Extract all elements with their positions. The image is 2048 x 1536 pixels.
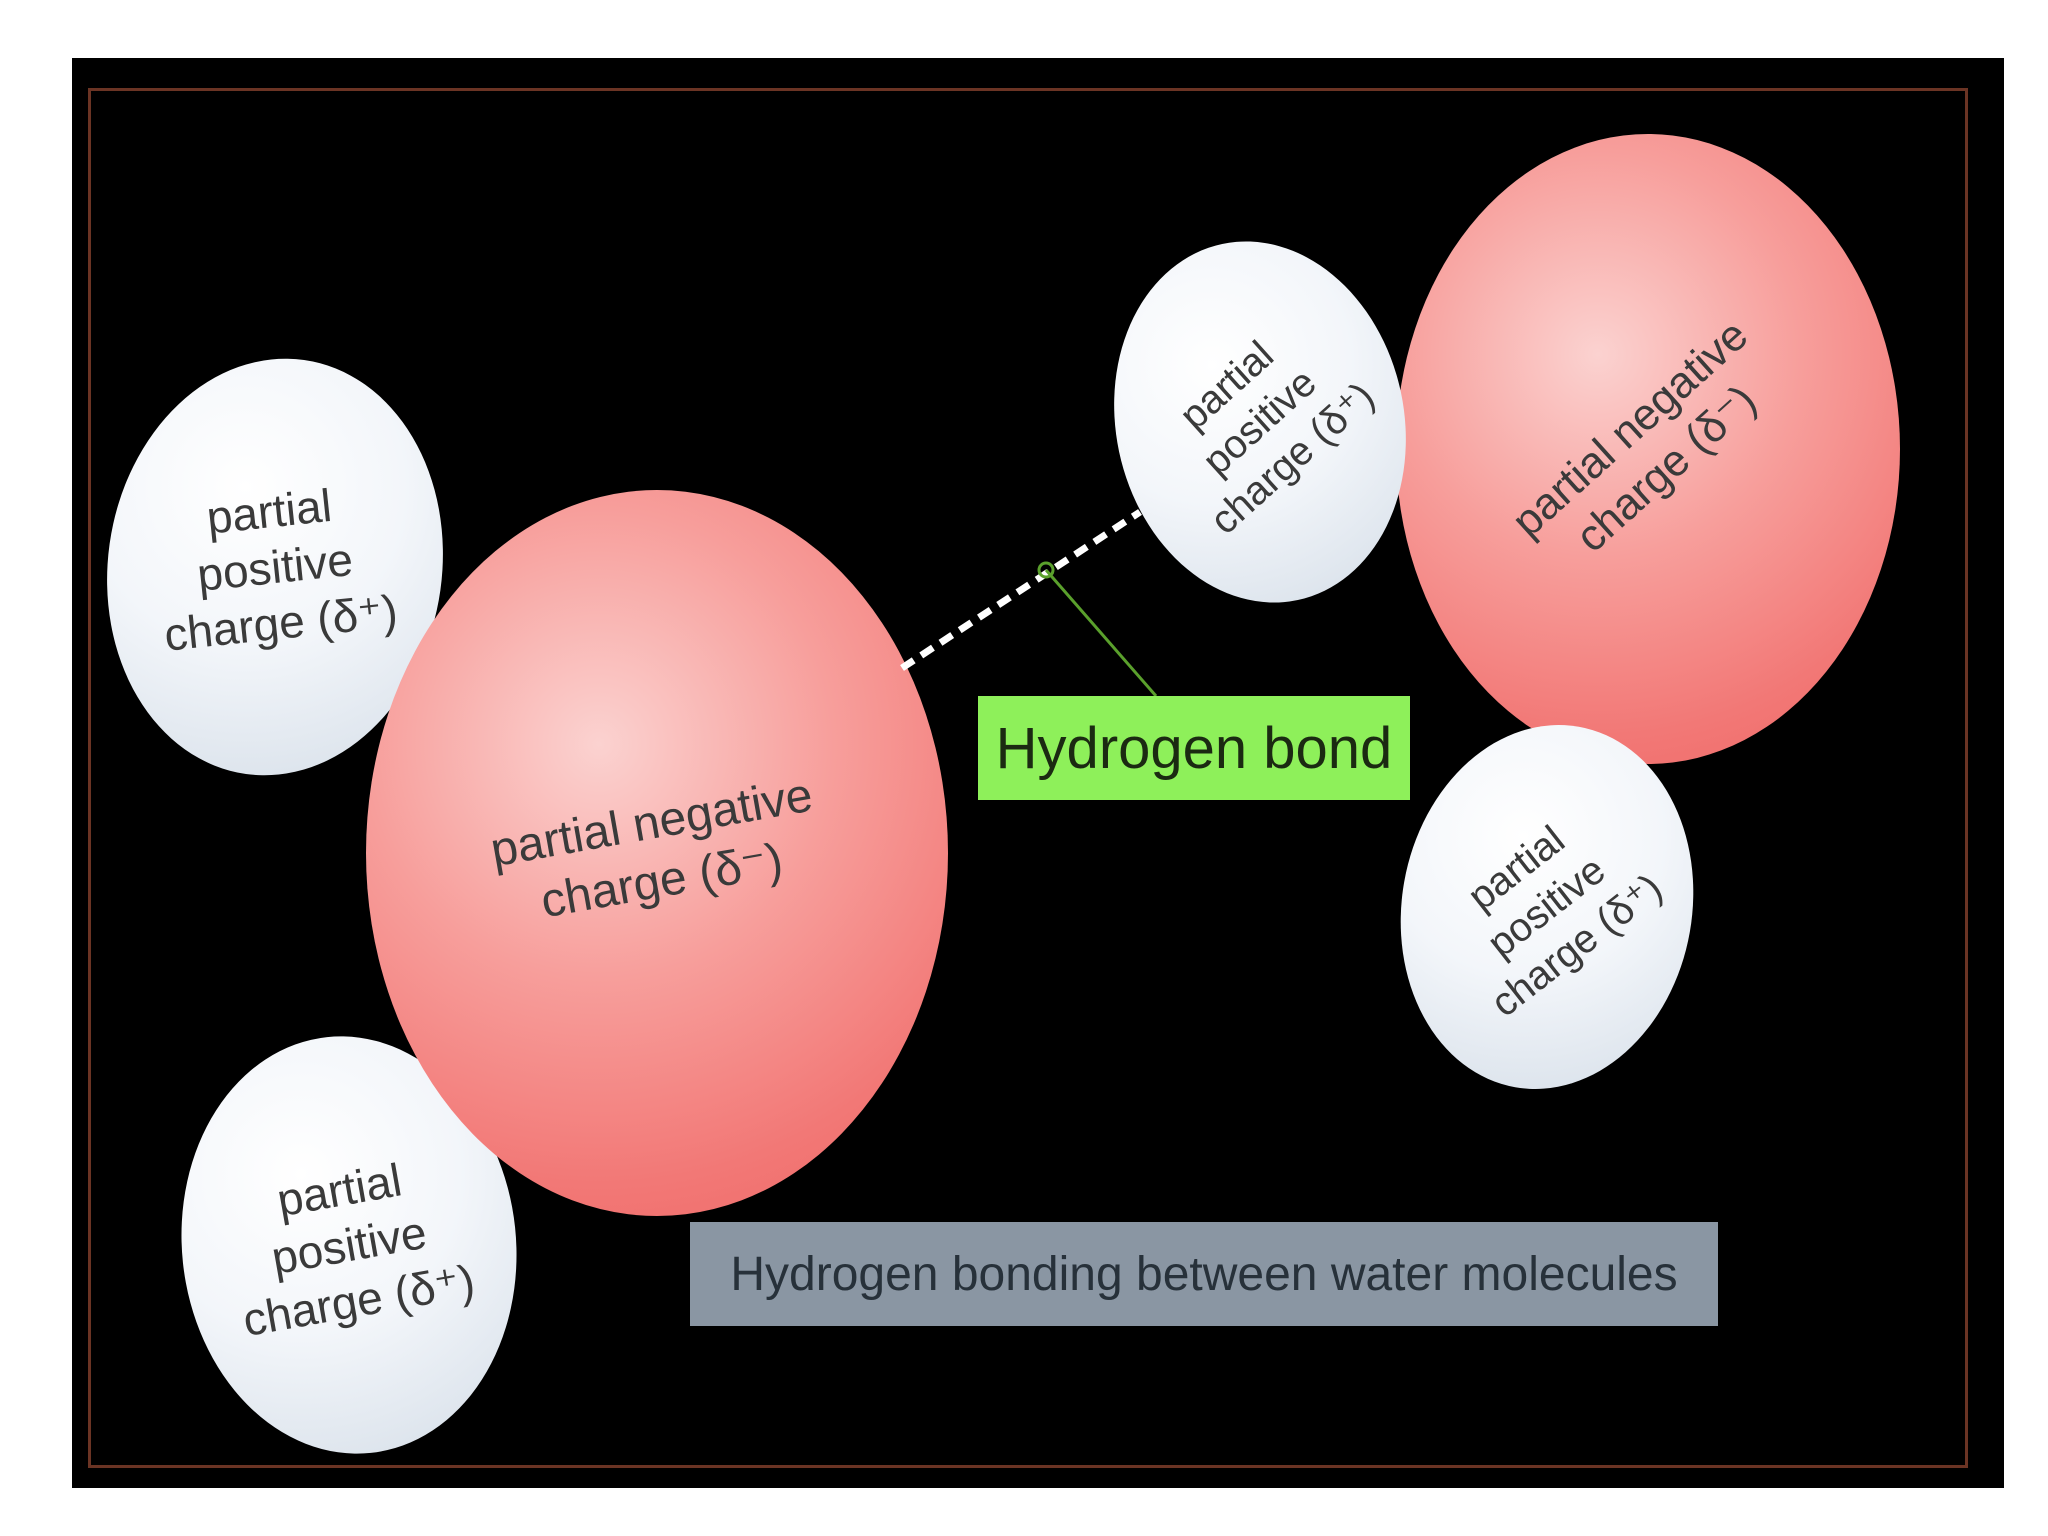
oxygen-atom-right: partial negative charge (δ⁻) [1396, 134, 1900, 764]
oxygen-atom-left: partial negative charge (δ⁻) [366, 490, 948, 1216]
diagram-caption: Hydrogen bonding between water molecules [690, 1222, 1718, 1326]
diagram-frame [88, 88, 1968, 1468]
hydrogen-bond-callout: Hydrogen bond [978, 696, 1410, 800]
hydrogen-bond-line [900, 509, 1142, 671]
leader-anchor-dot [1037, 561, 1055, 579]
callout-leader-line [1044, 569, 1158, 697]
